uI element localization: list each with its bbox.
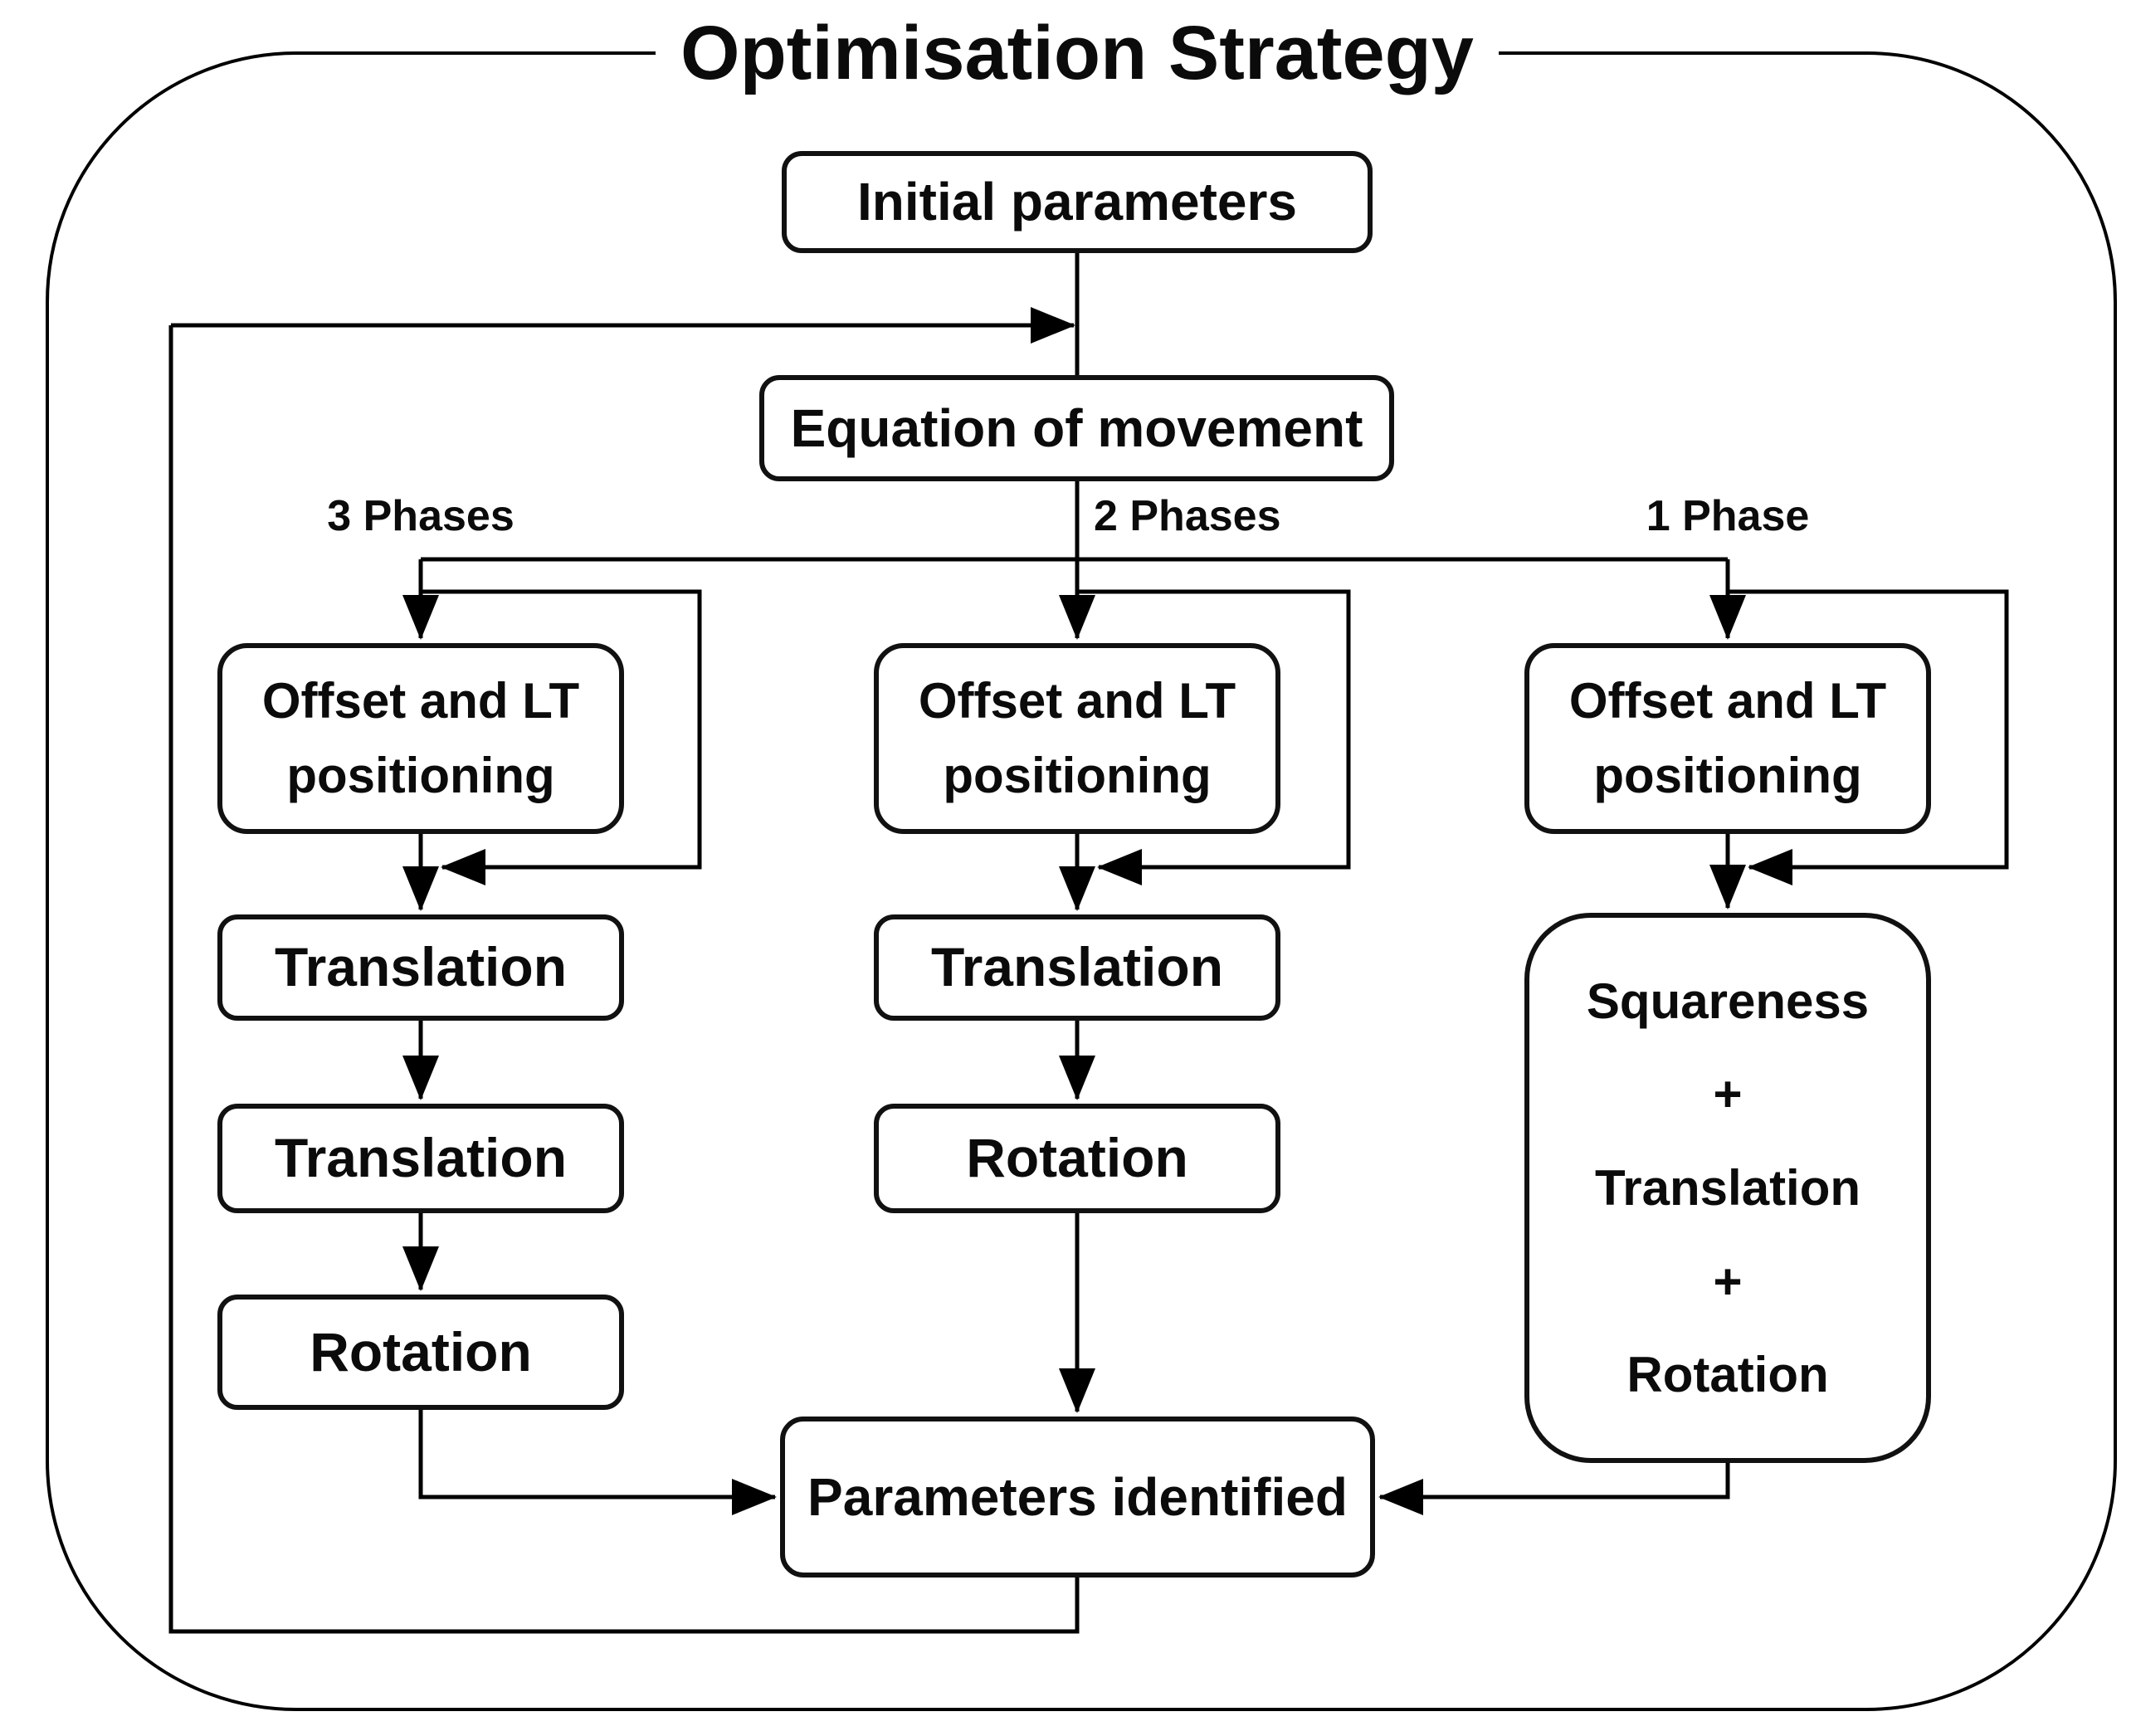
node-offset-right-line1: Offset and LT bbox=[1568, 673, 1887, 729]
node-offset-left-line1: Offset and LT bbox=[261, 673, 580, 729]
branch-label-2-phases: 2 Phases bbox=[1094, 492, 1281, 540]
node-rotation-middle: Rotation bbox=[874, 1104, 1280, 1213]
connectors bbox=[168, 253, 2009, 1634]
node-offset-lt-positioning-left: Offset and LT positioning bbox=[217, 643, 624, 834]
node-squareness-translation-rotation: Squareness + Translation + Rotation bbox=[1524, 913, 1931, 1463]
node-translation-left-1-label: Translation bbox=[274, 936, 568, 998]
diagram-title: Optimisation Strategy bbox=[680, 11, 1474, 95]
node-squareness-line2: Translation bbox=[1594, 1159, 1861, 1216]
branch-label-1-phase: 1 Phase bbox=[1646, 492, 1810, 540]
title-background-mask bbox=[656, 30, 1499, 78]
node-parameters-identified: Parameters identified bbox=[780, 1417, 1375, 1578]
edge-rotation-left-to-parameters bbox=[418, 1410, 777, 1515]
node-translation-left-2-label: Translation bbox=[274, 1127, 568, 1189]
node-offset-middle-line1: Offset and LT bbox=[918, 673, 1236, 729]
node-equation-of-movement-label: Equation of movement bbox=[790, 397, 1363, 458]
edge-loop-right bbox=[1728, 589, 2009, 885]
node-offset-lt-positioning-middle: Offset and LT positioning bbox=[874, 643, 1280, 834]
edge-loop-middle bbox=[1077, 589, 1351, 885]
node-offset-middle-line2: positioning bbox=[943, 748, 1212, 803]
node-translation-middle-label: Translation bbox=[930, 936, 1224, 998]
node-translation-left-2: Translation bbox=[217, 1104, 624, 1213]
node-initial-parameters: Initial parameters bbox=[782, 151, 1373, 253]
edge-squareness-to-parameters bbox=[1378, 1463, 1730, 1515]
node-offset-right-line2: positioning bbox=[1593, 748, 1862, 803]
node-squareness-line3: Rotation bbox=[1626, 1347, 1829, 1403]
node-translation-left-1: Translation bbox=[217, 914, 624, 1021]
node-offset-left-line2: positioning bbox=[286, 748, 555, 803]
node-parameters-identified-label: Parameters identified bbox=[807, 1466, 1348, 1527]
branch-label-3-phases: 3 Phases bbox=[327, 492, 514, 540]
edge-parameters-feedback-return bbox=[168, 325, 1080, 1634]
edge-loop-left bbox=[421, 589, 702, 885]
node-initial-parameters-label: Initial parameters bbox=[857, 172, 1297, 232]
node-squareness-plus2: + bbox=[1713, 1253, 1743, 1309]
node-rotation-left: Rotation bbox=[217, 1295, 624, 1410]
node-equation-of-movement: Equation of movement bbox=[759, 375, 1394, 481]
node-squareness-plus1: + bbox=[1713, 1066, 1743, 1123]
node-rotation-left-label: Rotation bbox=[310, 1320, 532, 1382]
node-squareness-line1: Squareness bbox=[1586, 973, 1870, 1029]
node-rotation-middle-label: Rotation bbox=[966, 1127, 1188, 1189]
node-translation-middle: Translation bbox=[874, 914, 1280, 1021]
node-offset-lt-positioning-right: Offset and LT positioning bbox=[1524, 643, 1931, 834]
